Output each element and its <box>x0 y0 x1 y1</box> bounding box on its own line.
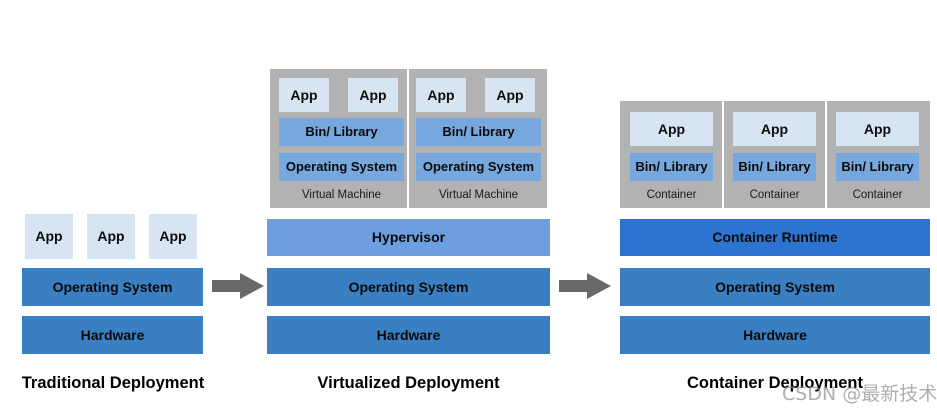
layer-hardware: Hardware <box>267 316 550 354</box>
layer-bin-library: Bin/ Library <box>836 153 919 181</box>
app-box: App <box>485 78 535 112</box>
app-box: App <box>149 214 197 259</box>
layer-bin-library: Bin/ Library <box>279 118 404 146</box>
layer-bin-library: Bin/ Library <box>733 153 816 181</box>
layer-hardware: Hardware <box>22 316 203 354</box>
layer-operating-system: Operating System <box>416 153 541 181</box>
app-box: App <box>25 214 73 259</box>
app-box: App <box>279 78 329 112</box>
csdn-watermark: CSDN @最新技术 <box>782 383 937 405</box>
panel-separator <box>825 101 827 208</box>
group-caption-container: Container <box>749 189 800 201</box>
panel-separator <box>722 101 724 208</box>
app-box: App <box>348 78 398 112</box>
panel-separator <box>407 69 409 208</box>
arrow-shaft <box>212 280 242 292</box>
layer-operating-system: Operating System <box>22 268 203 306</box>
layer-container-runtime: Container Runtime <box>620 219 930 256</box>
app-box: App <box>630 112 713 146</box>
arrow-shaft <box>559 280 589 292</box>
layer-hardware: Hardware <box>620 316 930 354</box>
column-title-virtualized: Virtualized Deployment <box>317 374 500 392</box>
group-caption-container: Container <box>646 189 697 201</box>
layer-bin-library: Bin/ Library <box>416 118 541 146</box>
layer-operating-system: Operating System <box>267 268 550 306</box>
arrow-head <box>587 273 611 299</box>
app-box: App <box>416 78 466 112</box>
arrow-head <box>240 273 264 299</box>
group-caption-virtual-machine: Virtual Machine <box>301 189 382 201</box>
app-box: App <box>836 112 919 146</box>
layer-hypervisor: Hypervisor <box>267 219 550 256</box>
group-caption-virtual-machine: Virtual Machine <box>438 189 519 201</box>
layer-operating-system: Operating System <box>279 153 404 181</box>
layer-operating-system: Operating System <box>620 268 930 306</box>
app-box: App <box>87 214 135 259</box>
column-title-traditional: Traditional Deployment <box>21 374 205 392</box>
column-title-container: Container Deployment <box>686 374 864 392</box>
arrow-right-icon <box>559 273 611 299</box>
arrow-right-icon <box>212 273 264 299</box>
app-box: App <box>733 112 816 146</box>
group-caption-container: Container <box>852 189 903 201</box>
layer-bin-library: Bin/ Library <box>630 153 713 181</box>
